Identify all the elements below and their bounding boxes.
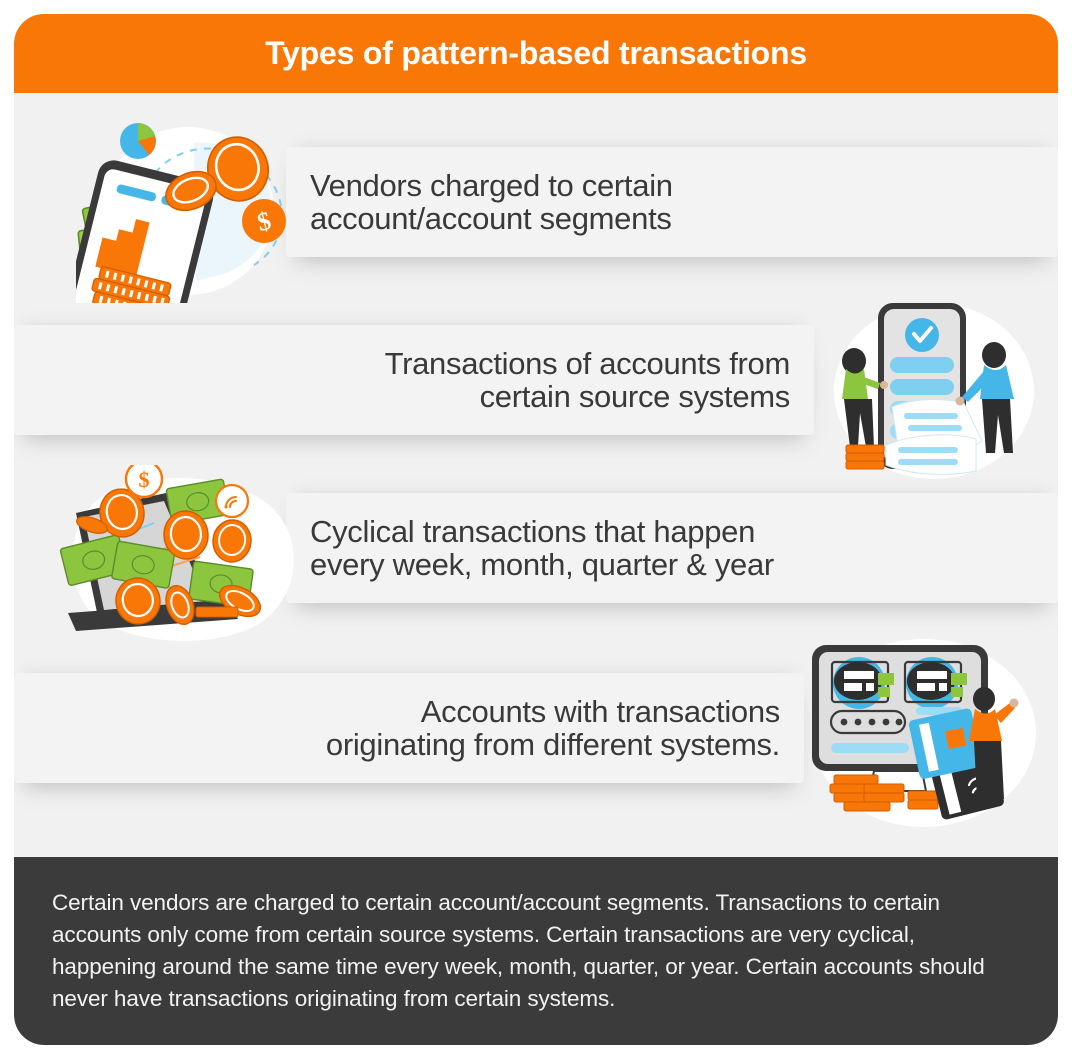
row-1-label: Vendors charged to certain account/accou… [310,167,673,236]
row-4-text-card: Accounts with transactions originating f… [14,673,804,783]
row-2-text-card: Transactions of accounts from certain so… [14,325,814,435]
page-title: Types of pattern-based transactions [265,35,807,71]
row-4-label: Accounts with transactions originating f… [325,693,780,762]
phone-receipt-people-icon [824,295,1044,485]
footer-summary: Certain vendors are charged to certain a… [14,857,1058,1045]
monitor-cards-coins-person-icon [804,633,1044,833]
row-3-text-card: Cyclical transactions that happen every … [286,493,1058,603]
list-item: Vendors charged to certain account/accou… [14,113,1058,359]
laptop-flying-money-coins-icon: $ [54,459,324,650]
phone-coins-money-chart-icon: $ [61,113,306,359]
row-3-label: Cyclical transactions that happen every … [310,513,774,582]
infographic-card: Types of pattern-based transactions Vend… [14,14,1058,1045]
footer-text: Certain vendors are charged to certain a… [52,890,985,1011]
list-item: Accounts with transactions originating f… [14,633,1058,843]
row-1-text-card: Vendors charged to certain account/accou… [286,147,1058,257]
list-item: Cyclical transactions that happen every … [14,459,1058,655]
list-item: Transactions of accounts from certain so… [14,285,1058,485]
row-2-label: Transactions of accounts from certain so… [384,345,791,414]
header-banner: Types of pattern-based transactions [14,14,1058,93]
content-area: Vendors charged to certain account/accou… [14,93,1058,857]
svg-text:$: $ [139,467,150,492]
